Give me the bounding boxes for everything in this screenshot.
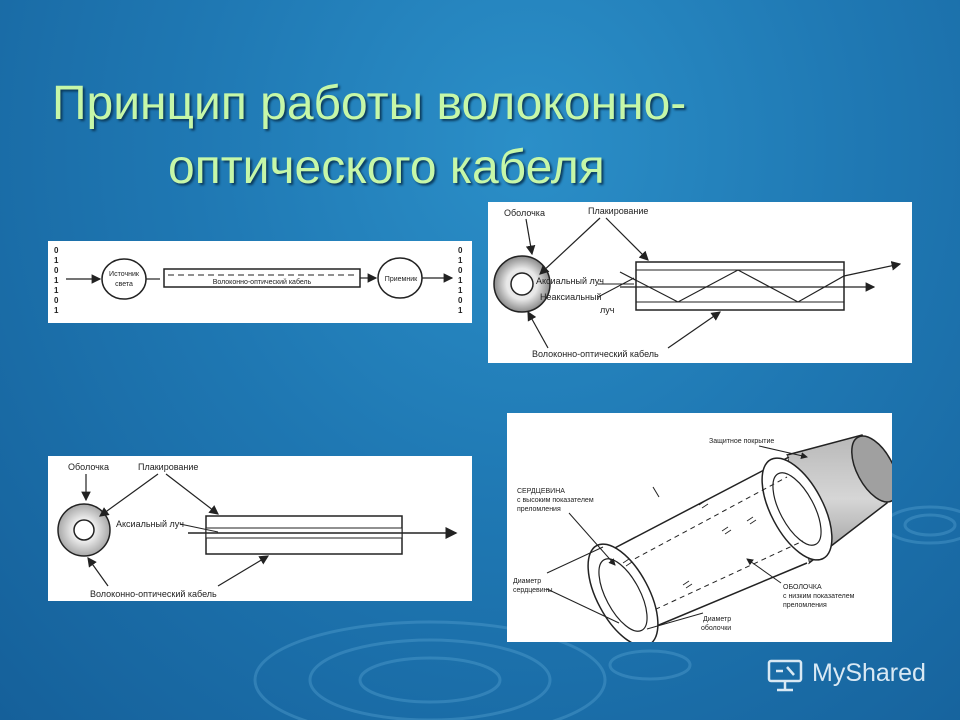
- nonaxial-ray-label-2: луч: [600, 305, 615, 315]
- core-label: СЕРДЦЕВИНА: [517, 488, 565, 495]
- svg-text:0: 0: [54, 296, 59, 305]
- cladding-label: Оболочка: [504, 208, 545, 218]
- bits-left: 0 1 0 1 1 0 1: [54, 246, 59, 315]
- myshared-watermark: MyShared: [766, 655, 946, 695]
- coating-label: Защитное покрытие: [709, 438, 774, 445]
- svg-text:0: 0: [54, 246, 59, 255]
- svg-text:1: 1: [458, 256, 463, 265]
- nonaxial-ray-label: Неаксиальный: [540, 292, 602, 302]
- shell-label-3: преломления: [783, 602, 827, 609]
- svg-text:1: 1: [54, 256, 59, 265]
- receiver-label: Приемник: [385, 276, 418, 283]
- source-label: Источник: [109, 271, 140, 278]
- shell-diameter-label: Диаметр: [703, 616, 731, 623]
- fiber-body: [635, 261, 845, 311]
- core-diameter-label-2: сердцевины: [513, 587, 553, 594]
- svg-text:1: 1: [458, 276, 463, 285]
- svg-text:0: 0: [458, 296, 463, 305]
- axial-ray-diagram: Оболочка Плакирование Аксиальный луч Вол…: [48, 456, 472, 601]
- plating-label: Плакирование: [588, 206, 648, 216]
- core-diameter-label: Диаметр: [513, 578, 541, 585]
- svg-text:1: 1: [54, 276, 59, 285]
- title-line-2: оптического кабеля: [168, 141, 605, 194]
- shell-diameter-label-2: оболочки: [701, 624, 731, 632]
- svg-text:1: 1: [458, 306, 463, 315]
- cable-label: Волоконно-оптический кабель: [532, 349, 659, 359]
- transmission-diagram: 0 1 0 1 1 0 1 Источник света Волоконно-о…: [48, 241, 472, 323]
- plating-label: Плакирование: [138, 462, 198, 472]
- core-label-2: с высоким показателем: [517, 497, 594, 504]
- axial-ray-label: Аксиальный луч: [116, 519, 184, 529]
- svg-text:1: 1: [54, 286, 59, 295]
- shell-label-2: с низким показателем: [783, 593, 855, 600]
- fiber-structure-diagram: Защитное покрытие СЕРДЦЕВИНА с высоким п…: [507, 413, 892, 642]
- svg-text:0: 0: [458, 266, 463, 275]
- presentation-icon: [767, 659, 803, 692]
- bits-right: 0 1 0 1 1 0 1: [458, 246, 463, 315]
- svg-text:0: 0: [54, 266, 59, 275]
- cable-label: Волоконно-оптический кабель: [90, 589, 217, 599]
- axial-ray-label: Аксиальный луч: [536, 276, 604, 286]
- svg-text:1: 1: [458, 286, 463, 295]
- svg-text:1: 1: [54, 306, 59, 315]
- core-label-3: преломления: [517, 506, 561, 513]
- shell-label: ОБОЛОЧКА: [783, 584, 822, 591]
- rays-diagram: Оболочка Плакирование Аксиальный луч Неа…: [488, 202, 912, 363]
- watermark-text: MyShared: [812, 659, 926, 687]
- cable-label: Волоконно-оптический кабель: [213, 278, 312, 286]
- light-source-circle: [101, 258, 147, 300]
- source-label-2: света: [115, 281, 133, 288]
- svg-text:0: 0: [458, 246, 463, 255]
- title-line-1: Принцип работы волоконно-: [52, 77, 687, 130]
- cladding-label: Оболочка: [68, 462, 109, 472]
- cladding-tube: [607, 455, 809, 638]
